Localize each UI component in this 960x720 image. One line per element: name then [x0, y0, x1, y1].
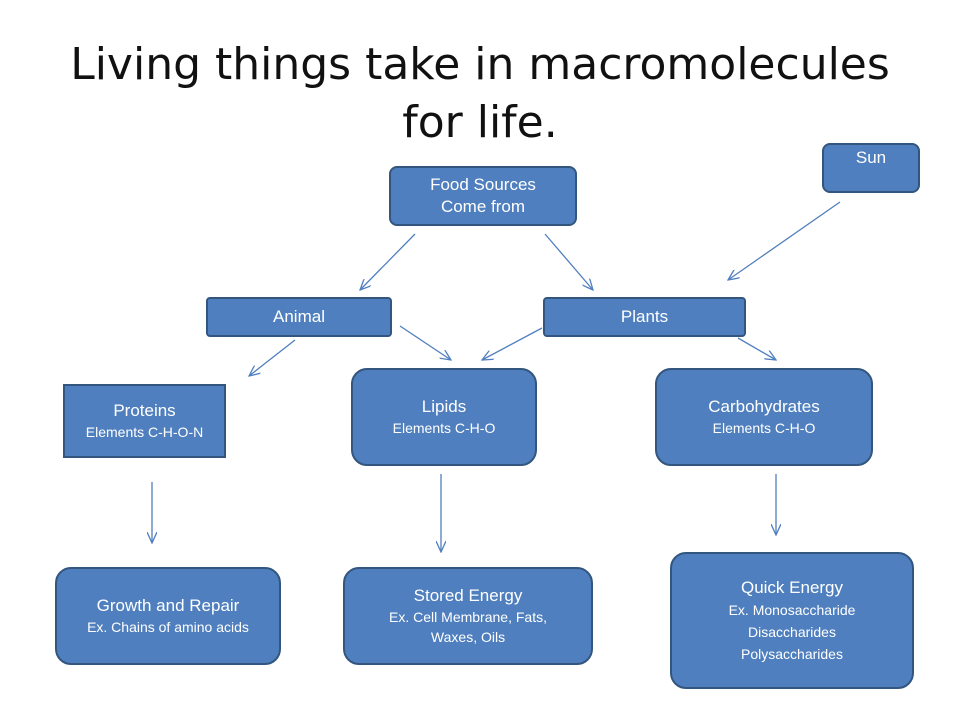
- node-sublabel: Ex. Cell Membrane, Fats, Waxes, Oils: [389, 609, 547, 645]
- node-label: Proteins: [113, 401, 176, 420]
- arrow-plants-to-lipids: [482, 327, 543, 360]
- node-sublabel: Elements C-H-O: [712, 420, 816, 436]
- slide-title: Living things take in macromolecules for…: [70, 39, 890, 148]
- node-proteins: Proteins Elements C-H-O-N: [63, 384, 226, 458]
- node-sublabel: Elements C-H-O: [392, 420, 496, 436]
- node-sublabel: Come from: [440, 197, 526, 216]
- node-label: Plants: [620, 307, 669, 326]
- node-carbohydrates: Carbohydrates Elements C-H-O: [655, 368, 873, 466]
- node-label: Growth and Repair: [96, 596, 240, 615]
- node-animal: Animal: [206, 297, 392, 337]
- node-growth-and-repair: Growth and Repair Ex. Chains of amino ac…: [55, 567, 281, 665]
- node-quick-energy: Quick Energy Ex. Monosaccharide Disaccha…: [670, 552, 914, 689]
- node-label: Animal: [273, 307, 325, 326]
- node-label: Food Sources: [430, 175, 536, 194]
- node-label: Lipids: [421, 397, 467, 416]
- node-sublabel: Elements C-H-O-N: [85, 424, 204, 440]
- node-label: Carbohydrates: [708, 397, 820, 416]
- arrow-animal-to-proteins: [249, 339, 296, 376]
- node-plants: Plants: [543, 297, 746, 337]
- arrow-sun-to-plants: [728, 201, 841, 280]
- node-label: Quick Energy: [740, 577, 844, 597]
- node-label: Sun: [855, 148, 887, 167]
- arrow-plants-to-carbohydrates: [737, 337, 776, 360]
- arrow-animal-to-lipids: [399, 325, 451, 360]
- node-sublabel: Ex. Monosaccharide Disaccharides Polysac…: [728, 601, 856, 662]
- node-sublabel: Ex. Chains of amino acids: [87, 619, 249, 635]
- node-food-sources: Food Sources Come from: [389, 166, 577, 226]
- arrow-food-to-animal: [360, 233, 416, 290]
- node-sun: Sun: [822, 143, 920, 193]
- arrow-food-to-plants: [544, 233, 593, 290]
- node-stored-energy: Stored Energy Ex. Cell Membrane, Fats, W…: [343, 567, 593, 665]
- node-lipids: Lipids Elements C-H-O: [351, 368, 537, 466]
- node-label: Stored Energy: [413, 586, 523, 605]
